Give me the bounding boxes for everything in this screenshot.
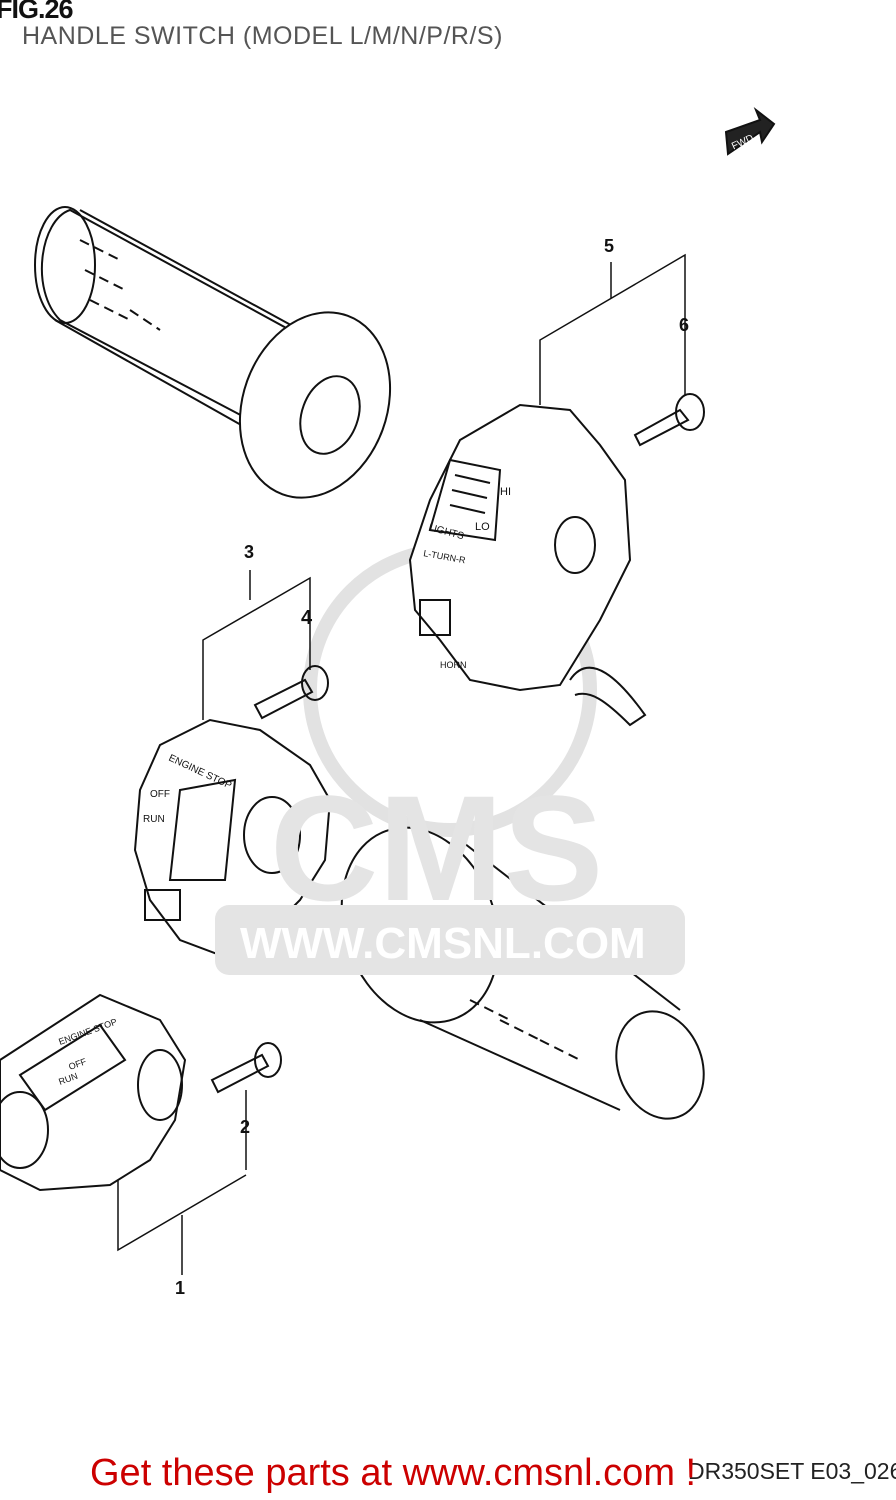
callout-4: 4 xyxy=(301,607,313,629)
callout-2: 2 xyxy=(240,1117,251,1137)
svg-text:OFF: OFF xyxy=(150,789,170,800)
screw-6 xyxy=(633,393,705,447)
svg-text:HI: HI xyxy=(500,486,511,498)
callout-6: 6 xyxy=(679,315,690,335)
callout-5: 5 xyxy=(604,236,615,256)
screw-2 xyxy=(210,1042,282,1094)
left-grip xyxy=(34,206,392,499)
svg-text:HORN: HORN xyxy=(440,660,467,670)
right-handle-switch: HI LO LIGHTS L-TURN-R HORN xyxy=(408,403,647,727)
figure-title: HANDLE SWITCH (MODEL L/M/N/P/R/S) xyxy=(22,22,503,50)
watermark: CMS WWW.CMSNL.COM xyxy=(215,764,685,975)
fwd-arrow-icon: FWD xyxy=(724,106,776,156)
callout-3: 3 xyxy=(244,542,255,562)
diagram-code: DR350SET E03_026 xyxy=(688,1458,896,1484)
watermark-banner xyxy=(215,905,685,975)
promo-link[interactable]: Get these parts at www.cmsnl.com ! xyxy=(90,1452,697,1494)
lower-switch-housing: ENGINE STOP OFF RUN xyxy=(0,993,187,1192)
screw-4 xyxy=(253,665,329,720)
figure-number: FIG.26 xyxy=(0,0,74,24)
svg-text:LO: LO xyxy=(475,521,490,533)
left-handle-switch: ENGINE STOP OFF RUN xyxy=(133,718,332,957)
callout-1: 1 xyxy=(175,1278,186,1298)
svg-text:RUN: RUN xyxy=(143,814,165,825)
watermark-logo: CMS xyxy=(270,764,603,932)
leader-lines xyxy=(117,253,686,1275)
watermark-url: WWW.CMSNL.COM xyxy=(240,919,646,968)
